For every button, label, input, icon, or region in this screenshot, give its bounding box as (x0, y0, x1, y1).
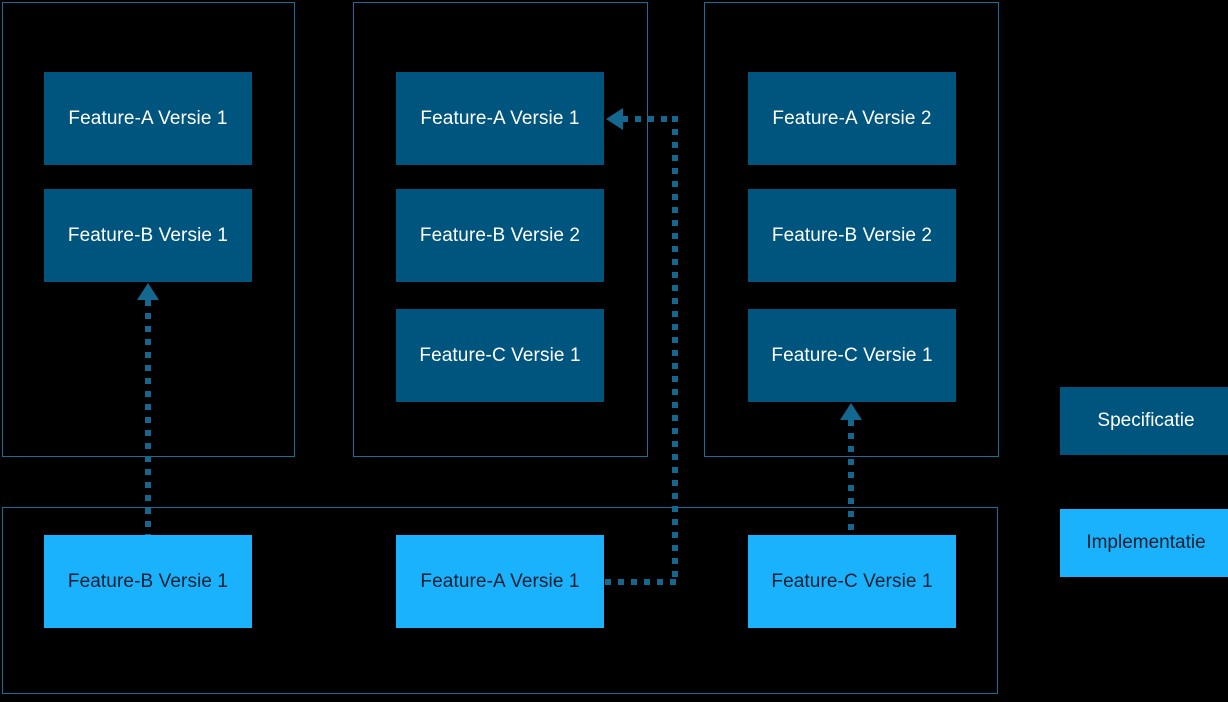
node-label: Feature-C Versie 1 (419, 344, 581, 366)
legend-label: Specificatie (1097, 410, 1195, 431)
connector-arrowhead-mid-a1 (606, 108, 623, 130)
node-label: Feature-B Versie 1 (67, 570, 229, 592)
group-container-bottom (2, 507, 998, 694)
node-label: Feature-C Versie 1 (771, 570, 933, 592)
node-mid-c1[interactable]: Feature-C Versie 1 (396, 309, 604, 402)
node-label: Feature-A Versie 1 (420, 107, 580, 129)
node-bottom-c1[interactable]: Feature-C Versie 1 (748, 535, 956, 628)
node-label: Feature-B Versie 1 (67, 224, 229, 246)
node-left-a1[interactable]: Feature-A Versie 1 (44, 72, 252, 165)
legend-item-specificatie: Specificatie (1060, 387, 1228, 455)
connector-line-bottom-a1-horizontal (605, 579, 681, 585)
connector-line-bottom-a1-vertical (672, 116, 678, 582)
node-left-b1[interactable]: Feature-B Versie 1 (44, 189, 252, 282)
node-label: Feature-A Versie 2 (772, 107, 932, 129)
node-bottom-b1[interactable]: Feature-B Versie 1 (44, 535, 252, 628)
node-right-a2[interactable]: Feature-A Versie 2 (748, 72, 956, 165)
node-label: Feature-B Versie 2 (771, 224, 933, 246)
node-label: Feature-C Versie 1 (771, 344, 933, 366)
connector-line-bottom-c1-to-right-c1 (848, 420, 854, 536)
node-right-b2[interactable]: Feature-B Versie 2 (748, 189, 956, 282)
connector-arrowhead-right-c1 (840, 403, 862, 420)
node-label: Feature-A Versie 1 (68, 107, 228, 129)
legend-item-implementatie: Implementatie (1060, 509, 1228, 577)
node-mid-a1[interactable]: Feature-A Versie 1 (396, 72, 604, 165)
legend-label: Implementatie (1086, 532, 1206, 553)
connector-arrowhead-left-b1 (137, 283, 159, 300)
connector-line-mid-a1-horizontal (622, 116, 678, 122)
node-right-c1[interactable]: Feature-C Versie 1 (748, 309, 956, 402)
node-label: Feature-B Versie 2 (419, 224, 581, 246)
node-bottom-a1[interactable]: Feature-A Versie 1 (396, 535, 604, 628)
node-label: Feature-A Versie 1 (420, 570, 580, 592)
node-mid-b2[interactable]: Feature-B Versie 2 (396, 189, 604, 282)
connector-line-bottom-b1-to-left-b1 (145, 300, 151, 536)
group-container-middle (353, 2, 648, 457)
